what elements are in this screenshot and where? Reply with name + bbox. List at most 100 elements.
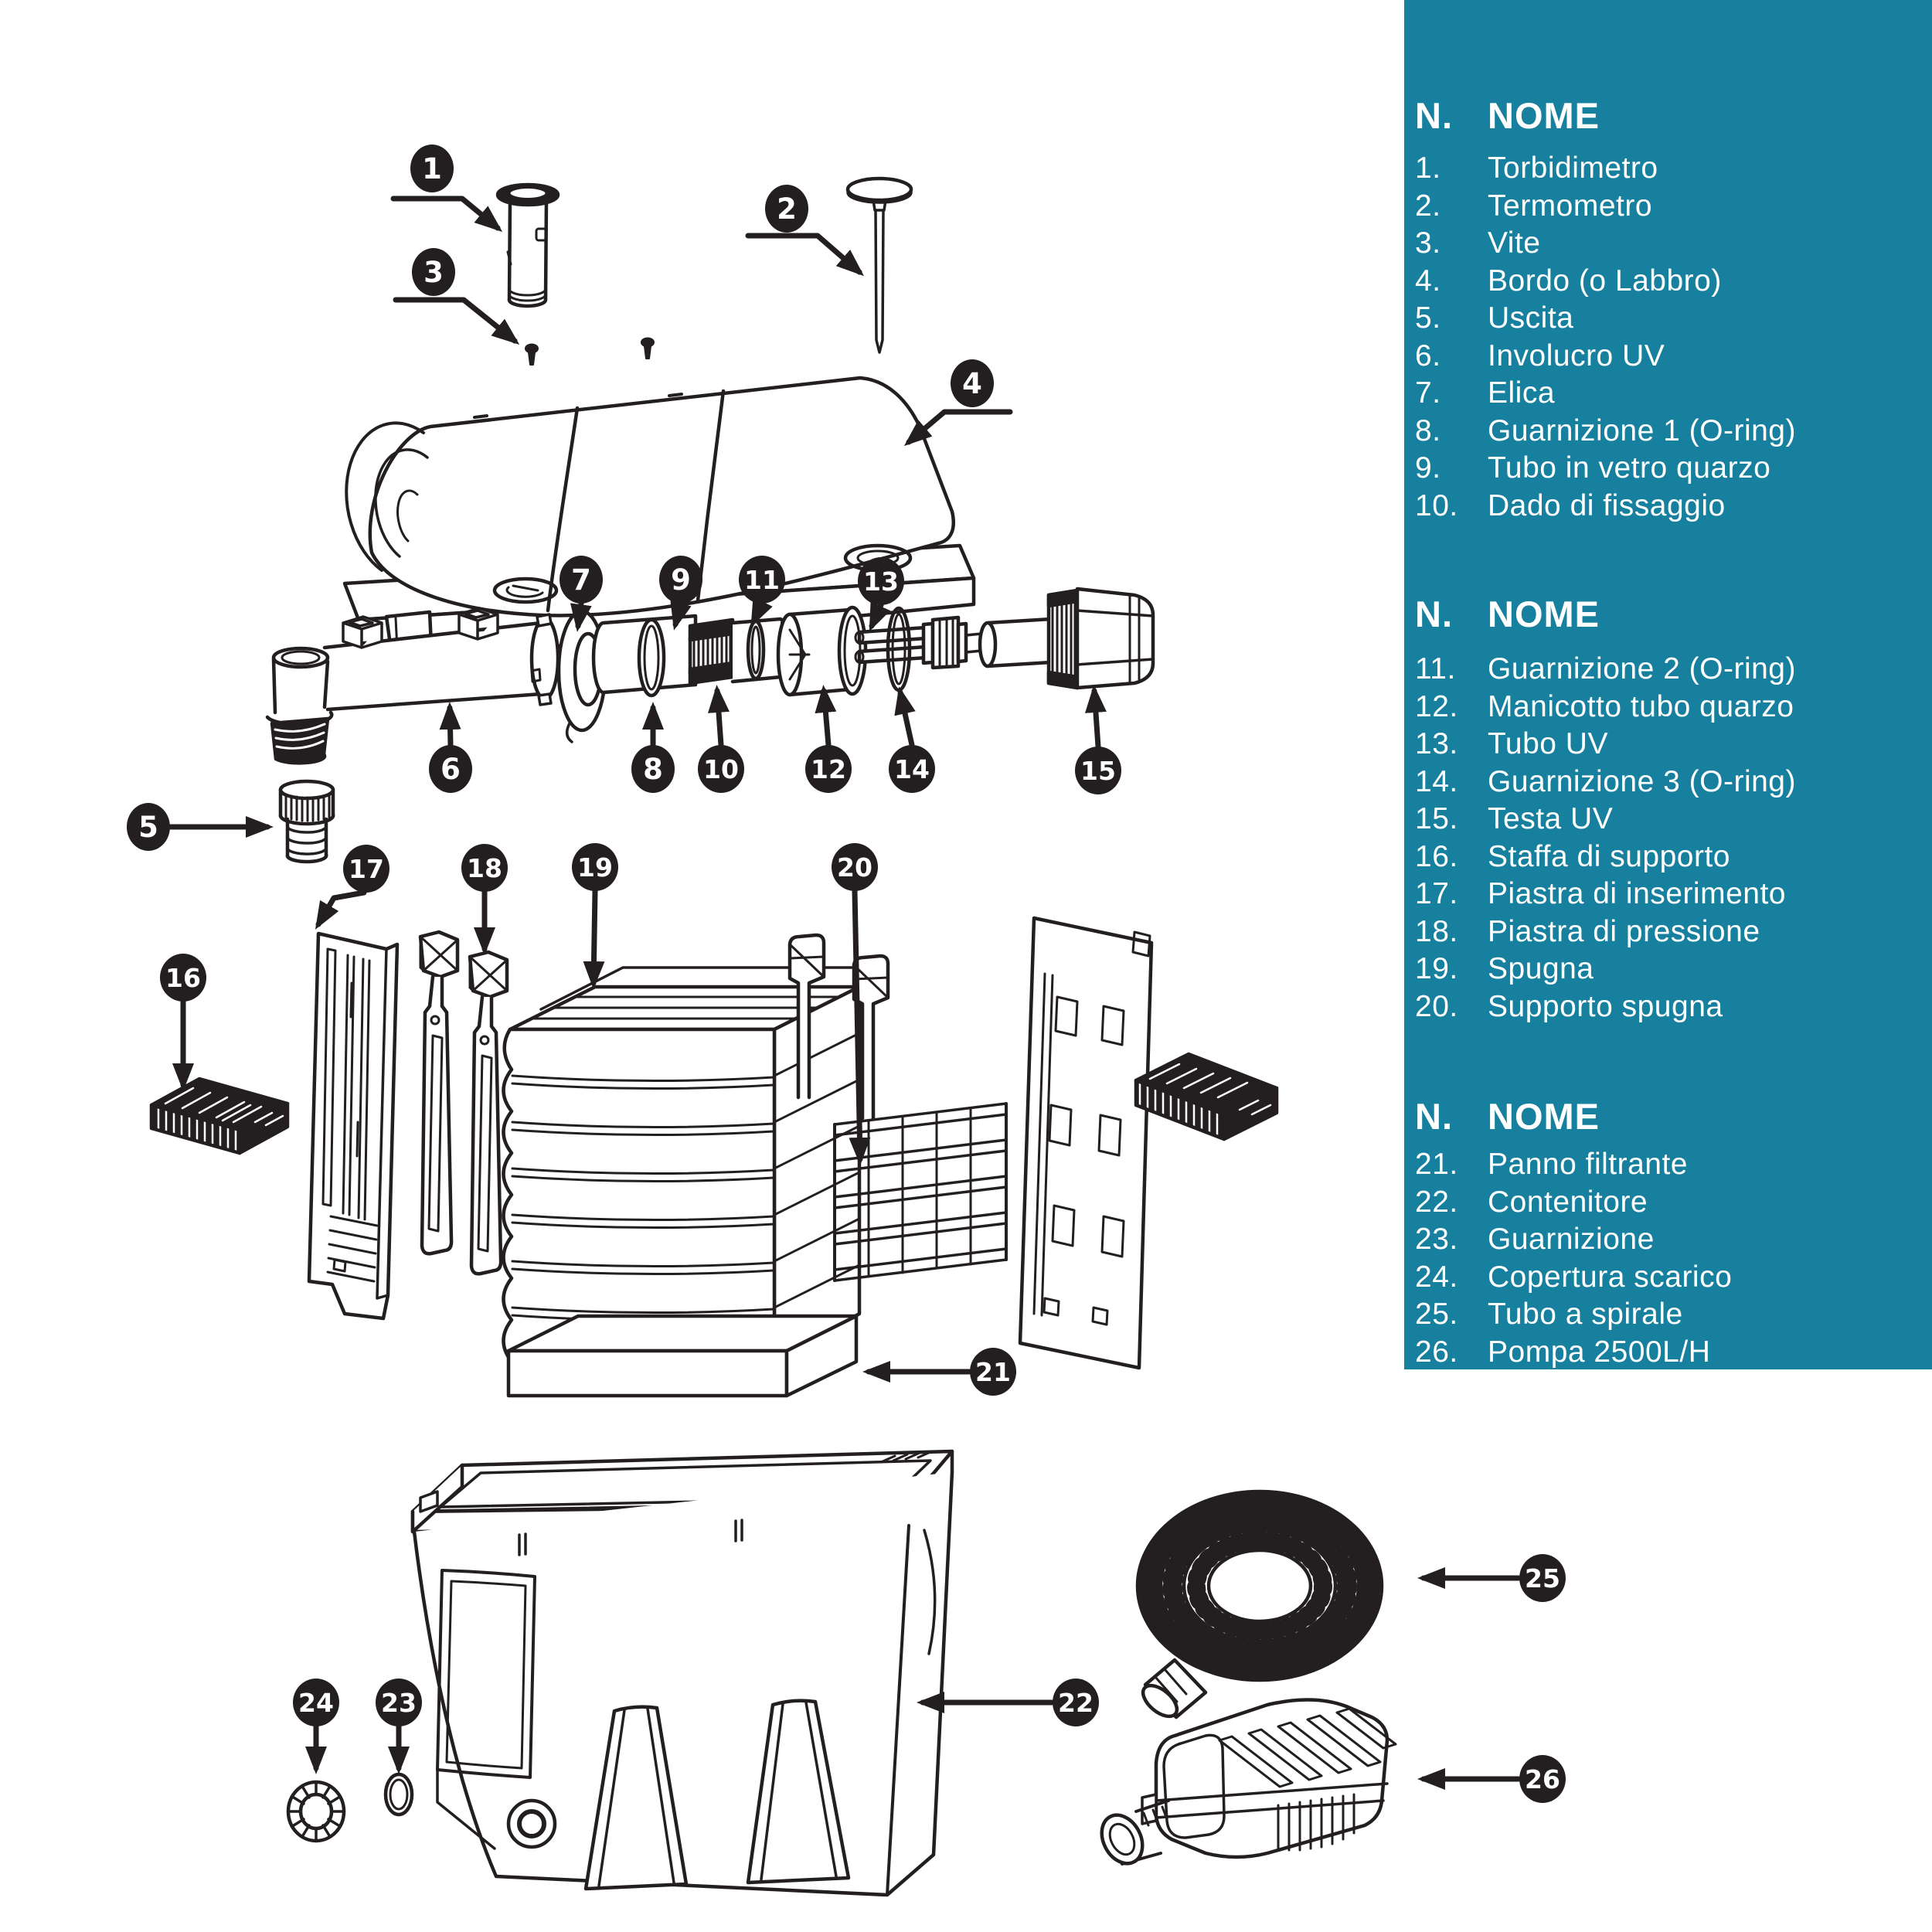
header-name: NOME: [1488, 94, 1600, 136]
legend-table-3: N. NOME 21.Panno filtrante 22.Contenitor…: [1415, 1092, 1917, 1371]
svg-text:8: 8: [643, 753, 663, 786]
bracket-tray-left-drawing: [149, 1077, 290, 1155]
svg-text:19: 19: [577, 852, 613, 883]
legend-row: 14.Guarnizione 3 (O-ring): [1415, 764, 1796, 798]
svg-text:6: 6: [440, 753, 461, 786]
uv-head-drawing: [978, 587, 1155, 690]
header-num: N.: [1415, 593, 1453, 634]
svg-text:10: 10: [703, 754, 739, 784]
sponge-drawing: [502, 966, 883, 1364]
svg-text:11: 11: [744, 565, 780, 595]
balloon-12: 12: [805, 745, 852, 793]
screws-drawing: [525, 337, 655, 366]
balloon-3: 3: [412, 248, 455, 296]
filter-pad-drawing: [506, 1314, 859, 1398]
parts-legend-sidebar: N. NOME 1.Torbidimetro 2.Termometro 3.Vi…: [1404, 0, 1932, 1369]
drain-cover-drawing: [286, 1780, 346, 1843]
legend-header: N. NOME: [1415, 1092, 1917, 1140]
legend-row: 4.Bordo (o Labbro): [1415, 264, 1722, 298]
balloon-20: 20: [832, 843, 878, 891]
balloon-25: 25: [1519, 1554, 1566, 1602]
svg-text:18: 18: [467, 853, 502, 883]
legend-row: 7.Elica: [1415, 376, 1556, 410]
fixing-nut-drawing: [688, 617, 791, 685]
svg-text:9: 9: [671, 563, 691, 597]
balloon-14: 14: [889, 745, 935, 793]
legend-row: 1.Torbidimetro: [1415, 151, 1658, 185]
svg-text:24: 24: [298, 1688, 334, 1718]
insert-plate-drawing: [307, 931, 400, 1321]
legend-row: 8.Guarnizione 1 (O-ring): [1415, 413, 1796, 447]
svg-text:2: 2: [777, 192, 797, 226]
legend-row: 10.Dado di fissaggio: [1415, 488, 1726, 522]
oring1-drawing: [637, 617, 666, 698]
right-plate-drawing: [1018, 916, 1154, 1370]
spiral-hose-drawing: [1135, 1489, 1384, 1719]
svg-text:23: 23: [381, 1688, 417, 1718]
balloon-13: 13: [858, 557, 904, 605]
oring2-drawing: [746, 619, 766, 681]
balloon-15: 15: [1075, 747, 1121, 794]
legend-row: 15.Testa UV: [1415, 802, 1614, 835]
outlet-drawing: [278, 779, 335, 864]
thermometer-drawing: [845, 176, 913, 354]
balloon-6: 6: [429, 745, 472, 793]
svg-text:3: 3: [423, 256, 444, 289]
part-balloons: 1 2 3 4 5 6 7 8 9 10 11 12 13 14 15 16 1…: [127, 145, 1566, 1803]
header-num: N.: [1415, 1095, 1453, 1137]
legend-row: 5.Uscita: [1415, 301, 1574, 335]
svg-text:13: 13: [863, 566, 899, 597]
legend-row: 22.Contenitore: [1415, 1185, 1648, 1219]
balloon-18: 18: [461, 844, 508, 892]
svg-text:12: 12: [811, 754, 846, 784]
svg-text:15: 15: [1080, 756, 1116, 786]
balloon-22: 22: [1053, 1679, 1099, 1726]
gasket-drawing: [383, 1772, 414, 1817]
balloon-1: 1: [410, 145, 454, 192]
svg-text:25: 25: [1525, 1563, 1560, 1594]
balloon-23: 23: [376, 1679, 422, 1726]
legend-row: 6.Involucro UV: [1415, 338, 1665, 372]
legend-row: 23.Guarnizione: [1415, 1223, 1655, 1256]
legend-row: 20.Supporto spugna: [1415, 989, 1723, 1023]
svg-text:5: 5: [138, 811, 158, 844]
balloon-17: 17: [343, 845, 389, 893]
legend-row: 19.Spugna: [1415, 952, 1594, 985]
legend-row: 13.Tubo UV: [1415, 727, 1608, 760]
uv-housing-drawing: [265, 607, 560, 765]
balloon-16: 16: [160, 954, 206, 1002]
legend-table-2: N. NOME 11.Guarnizione 2 (O-ring) 12.Man…: [1415, 590, 1917, 1026]
legend-row: 21.Panno filtrante: [1415, 1148, 1689, 1181]
legend-row: 17.Piastra di inserimento: [1415, 877, 1786, 910]
legend-header: N. NOME: [1415, 590, 1917, 638]
svg-text:21: 21: [975, 1357, 1011, 1387]
balloon-26: 26: [1519, 1755, 1566, 1803]
svg-text:16: 16: [165, 963, 201, 993]
pressure-plates-drawing: [418, 930, 509, 1276]
svg-text:7: 7: [571, 563, 591, 597]
svg-text:1: 1: [422, 152, 442, 185]
legend-row: 16.Staffa di supporto: [1415, 839, 1730, 873]
bracket-tray-right-drawing: [1134, 1052, 1279, 1141]
legend-row: 18.Piastra di pressione: [1415, 914, 1760, 948]
legend-header: N. NOME: [1415, 91, 1917, 139]
legend-row: 2.Termometro: [1415, 189, 1653, 223]
pump-drawing: [1100, 1698, 1397, 1866]
sponge-support-drawing: [787, 933, 1008, 1282]
svg-text:22: 22: [1058, 1688, 1094, 1718]
header-name: NOME: [1488, 1095, 1600, 1137]
balloon-19: 19: [572, 843, 618, 891]
svg-text:20: 20: [837, 852, 872, 883]
balloon-11: 11: [739, 556, 785, 604]
legend-row: 9.Tubo in vetro quarzo: [1415, 451, 1771, 485]
balloon-2: 2: [765, 185, 808, 233]
legend-table-1: N. NOME 1.Torbidimetro 2.Termometro 3.Vi…: [1415, 91, 1917, 525]
leader-arrows: [168, 196, 1522, 1790]
legend-row: 12.Manicotto tubo quarzo: [1415, 689, 1794, 723]
header-name: NOME: [1488, 593, 1600, 634]
svg-text:4: 4: [962, 367, 982, 400]
legend-row: 26.Pompa 2500L/H: [1415, 1335, 1711, 1369]
balloon-24: 24: [293, 1679, 339, 1726]
